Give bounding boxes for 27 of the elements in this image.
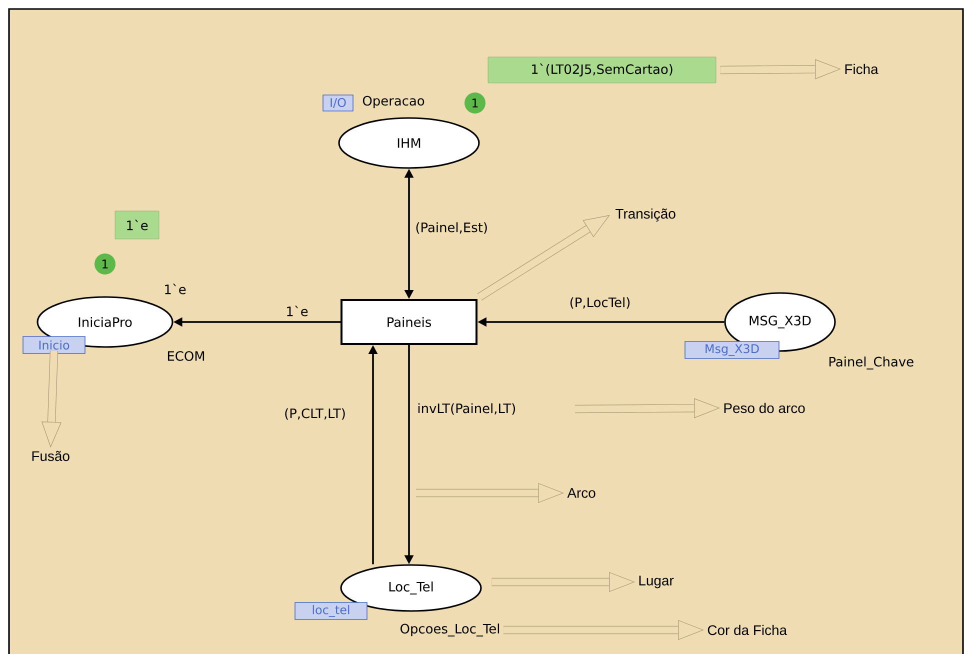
annotation-text: Transição — [616, 208, 676, 222]
annotation-text: Cor da Ficha — [708, 624, 788, 636]
arc-inscription: invLT(Painel,LT) — [418, 403, 516, 415]
place-inscription: Painel_Chave — [829, 356, 914, 370]
annotation-text: Fusão — [32, 450, 70, 462]
arc-inscription: (P,LocTel) — [570, 297, 630, 309]
fusion-tag: Inicio — [22, 336, 86, 354]
token-count: 1 — [94, 254, 116, 274]
annotation-text: Peso do arco — [724, 402, 805, 414]
arc-inscription: 1`e — [287, 306, 308, 316]
marking-label: 1`(LT02J5,SemCartao) — [488, 56, 716, 84]
arc-inscription: (P,CLT,LT) — [285, 408, 345, 420]
marking-label: 1`e — [114, 210, 160, 240]
token-count: 1 — [464, 92, 486, 114]
place-inscription: Opcoes_Loc_Tel — [400, 624, 500, 636]
fusion-tag: loc_tel — [294, 602, 368, 620]
place-inscription: Operacao — [362, 96, 424, 108]
arc-inscription: (Painel,Est) — [416, 222, 487, 234]
callout-arrow — [477, 215, 610, 300]
annotation-text: Ficha — [845, 64, 878, 74]
place-inscription: 1`e — [165, 284, 186, 294]
annotation-text: Lugar — [639, 576, 674, 588]
transition-box: Paineis — [340, 299, 478, 345]
place-inscription: ECOM — [168, 351, 204, 361]
fusion-tag: Msg_X3D — [684, 341, 780, 359]
fusion-tag: I/O — [322, 94, 354, 112]
annotation-text: Arco — [567, 488, 596, 498]
